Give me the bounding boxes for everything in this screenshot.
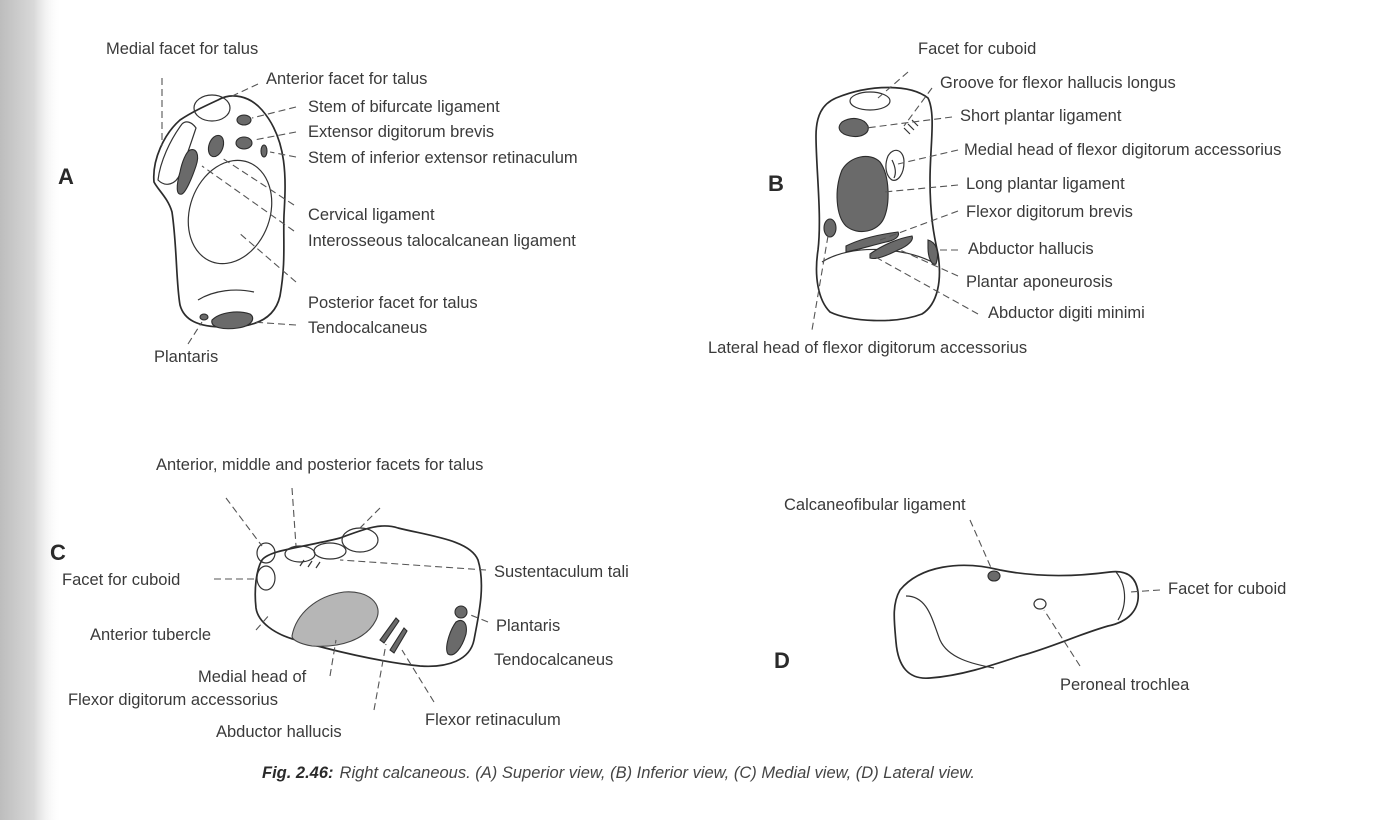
leader xyxy=(970,520,992,570)
panel-d-peroneal-trochlea-mark xyxy=(1034,599,1046,609)
panel-d-calcaneofibular-mark xyxy=(988,571,1000,581)
panel-c: C Anterior, middle and posterior facets … xyxy=(50,456,629,741)
panel-a-extensor-ret-mark xyxy=(261,145,267,157)
panel-c-letter: C xyxy=(50,540,66,565)
leader xyxy=(292,488,296,546)
page-edge-shadow xyxy=(0,0,62,820)
label-c-tendocalcaneus: Tendocalcaneus xyxy=(494,651,613,669)
leader xyxy=(188,322,202,344)
leader xyxy=(402,650,434,702)
panel-d: D Calcaneofibular ligament Facet for cub… xyxy=(774,496,1286,694)
figure-caption: Fig. 2.46: Right calcaneous. (A) Superior… xyxy=(262,764,975,782)
label-c-plantaris: Plantaris xyxy=(496,617,560,635)
panel-c-flexor-retinaculum-mark xyxy=(390,628,407,653)
leader xyxy=(870,254,978,314)
label-a-interosseous: Interosseous talocalcanean ligament xyxy=(308,232,576,250)
label-b-groove-fhl: Groove for flexor hallucis longus xyxy=(940,74,1176,92)
panel-a: A Medial facet for talus Anterior facet … xyxy=(58,40,578,366)
leader xyxy=(812,236,828,330)
panel-a-cervical-mark xyxy=(206,133,227,158)
panel-c-sustentaculum-hatch xyxy=(300,560,320,568)
leader xyxy=(884,185,958,192)
panel-a-edb-mark xyxy=(236,137,252,149)
panel-a-interosseous-mark xyxy=(177,150,197,195)
leader xyxy=(226,498,262,546)
panel-b-long-plantar-mark xyxy=(837,156,888,231)
label-a-medial-facet: Medial facet for talus xyxy=(106,40,258,58)
label-a-anterior-facet: Anterior facet for talus xyxy=(266,70,427,88)
panel-b: B Facet for cuboid Groove for flexor hal… xyxy=(708,40,1281,357)
label-a-stem-bifurcate: Stem of bifurcate ligament xyxy=(308,98,500,116)
label-d-calcaneofibular: Calcaneofibular ligament xyxy=(784,496,966,514)
panel-d-tuberosity-curve xyxy=(906,596,994,668)
panel-b-lateral-head-fda-mark xyxy=(824,219,836,237)
panel-a-bone-outline xyxy=(154,96,285,327)
panel-d-bone-outline xyxy=(894,565,1138,678)
label-b-fdb: Flexor digitorum brevis xyxy=(966,203,1133,221)
panel-c-abductor-hallucis-mark xyxy=(380,618,399,643)
label-c-abductor-hallucis: Abductor hallucis xyxy=(216,723,342,741)
leader xyxy=(898,150,958,164)
label-c-flexor-retinaculum: Flexor retinaculum xyxy=(425,711,561,729)
leader xyxy=(880,211,958,240)
label-b-long-plantar: Long plantar ligament xyxy=(966,175,1125,193)
leader xyxy=(228,84,258,98)
panel-c-plantaris-mark xyxy=(455,606,467,618)
label-c-facet-cuboid: Facet for cuboid xyxy=(62,571,180,589)
label-a-tendocalcaneus: Tendocalcaneus xyxy=(308,319,427,337)
leader xyxy=(1130,590,1160,592)
panel-b-cuboid-facet xyxy=(850,92,890,110)
label-d-facet-cuboid: Facet for cuboid xyxy=(1168,580,1286,598)
panel-a-bifurcate-mark xyxy=(237,115,251,125)
panel-a-rear-curve xyxy=(198,290,254,300)
panel-b-letter: B xyxy=(768,171,784,196)
label-a-edb: Extensor digitorum brevis xyxy=(308,123,494,141)
panel-c-facet-cuboid-lower xyxy=(257,566,275,590)
leader xyxy=(252,107,296,118)
leader xyxy=(238,232,296,282)
leader xyxy=(252,322,296,325)
panel-c-middle-talar-facet xyxy=(314,543,346,559)
label-d-peroneal-trochlea: Peroneal trochlea xyxy=(1060,676,1190,694)
caption-line: Fig. 2.46: Right calcaneous. (A) Superior… xyxy=(262,764,975,782)
label-b-facet-cuboid: Facet for cuboid xyxy=(918,40,1036,58)
panel-d-cuboid-facet xyxy=(1116,572,1125,620)
leader xyxy=(254,132,296,140)
label-b-lateral-head-fda: Lateral head of flexor digitorum accesso… xyxy=(708,339,1027,357)
panel-c-anterior-talar-facet xyxy=(285,546,315,562)
panel-a-anterior-facet xyxy=(194,95,230,121)
label-b-abductor-hallucis: Abductor hallucis xyxy=(968,240,1094,258)
caption-figure-number: Fig. 2.46: xyxy=(262,764,334,782)
label-c-anterior-tubercle: Anterior tubercle xyxy=(90,626,211,644)
panel-a-letter: A xyxy=(58,164,74,189)
label-a-stem-inferior-extensor: Stem of inferior extensor retinaculum xyxy=(308,149,578,167)
label-c-facets-talus: Anterior, middle and posterior facets fo… xyxy=(156,456,483,474)
label-a-cervical: Cervical ligament xyxy=(308,206,435,224)
label-b-abductor-digiti-minimi: Abductor digiti minimi xyxy=(988,304,1145,322)
label-c-sustentaculum: Sustentaculum tali xyxy=(494,563,629,581)
panel-c-tendocalcaneus-mark xyxy=(447,621,467,655)
label-a-posterior-facet: Posterior facet for talus xyxy=(308,294,478,312)
leader xyxy=(340,560,486,570)
label-c-medial-head-1: Medial head of xyxy=(198,668,307,686)
caption-text: Right calcaneous. (A) Superior view, (B)… xyxy=(340,764,975,782)
label-a-plantaris: Plantaris xyxy=(154,348,218,366)
panel-b-medial-head-fda-inner xyxy=(892,160,895,178)
label-c-medial-head-2: Flexor digitorum accessorius xyxy=(68,691,278,709)
panel-b-short-plantar-mark xyxy=(839,119,868,137)
panel-a-plantaris-mark xyxy=(200,314,208,320)
leader xyxy=(202,166,294,231)
panel-c-medial-head-fda-mark xyxy=(292,592,378,646)
label-b-medial-head-fda: Medial head of flexor digitorum accessor… xyxy=(964,141,1281,159)
leader xyxy=(878,72,908,98)
leader xyxy=(374,644,386,710)
panel-a-tendocalcaneus-mark xyxy=(212,312,253,329)
panel-d-letter: D xyxy=(774,648,790,673)
label-b-plantar-aponeurosis: Plantar aponeurosis xyxy=(966,273,1113,291)
label-b-short-plantar: Short plantar ligament xyxy=(960,107,1122,125)
